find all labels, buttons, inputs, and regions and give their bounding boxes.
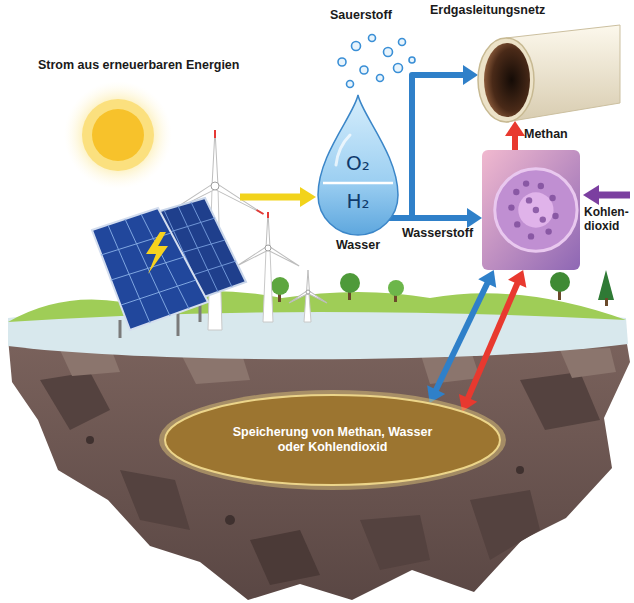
- hydrogen-arrow: [389, 208, 482, 228]
- pipe-opening: [484, 43, 530, 117]
- oxygen-label: Sauerstoff: [330, 8, 392, 23]
- microbe-dot: [526, 197, 532, 203]
- microbe-dot: [538, 183, 544, 189]
- arrow-line: [389, 75, 466, 218]
- storage-exchange-arrow: [427, 270, 496, 403]
- hydrogen-to-grid-arrow: [389, 65, 478, 218]
- arrow-line: [467, 281, 519, 401]
- node-text: Speicherung von Methan, Wasser oder Kohl…: [225, 425, 440, 455]
- reactor-shape: [482, 150, 580, 270]
- microbe-dot: [540, 216, 546, 222]
- reactor-culture: [495, 169, 577, 251]
- microbe-dot: [552, 213, 558, 219]
- pipe-shape: [470, 25, 620, 125]
- drop-outline: [318, 95, 398, 235]
- carbon-dioxide-label: Kohlen- dioxid: [584, 205, 632, 234]
- drop-divider: [323, 182, 393, 185]
- storage-halo: [159, 390, 506, 490]
- microbe-dot: [528, 233, 534, 239]
- arrow-head: [463, 65, 478, 85]
- energy-heading: Strom aus erneuerbaren Energien: [38, 58, 239, 73]
- edge-label: Methan: [524, 127, 568, 142]
- arrow-head: [508, 270, 526, 288]
- arrow-head: [505, 121, 525, 136]
- microbe-dot: [513, 189, 519, 195]
- node-text: O₂: [318, 151, 398, 175]
- arrow-head: [478, 270, 496, 288]
- pipe-rim: [478, 38, 534, 122]
- microbe-dot: [508, 204, 514, 210]
- microbe-dot: [533, 207, 539, 213]
- microbe-dot: [549, 195, 555, 201]
- microbe-dot: [523, 180, 529, 186]
- storage-ellipse: [165, 395, 500, 485]
- microbe-dot: [514, 221, 520, 227]
- water-drop: O₂H₂Wasser: [318, 95, 398, 235]
- methanation-reactor: [482, 150, 580, 270]
- storage-exchange-arrow: [459, 270, 527, 412]
- reactor-core: [518, 192, 553, 227]
- arrow-line: [389, 215, 470, 221]
- node-text: H₂: [318, 189, 398, 213]
- underground-storage: Speicherung von Methan, Wasser oder Kohl…: [165, 395, 500, 485]
- gas-pipe: Erdgasleitungsnetz: [470, 25, 620, 125]
- reactor-box: [482, 150, 580, 270]
- methane-arrow: [505, 121, 525, 150]
- microbe-dot: [545, 228, 551, 234]
- node-text: Wasser: [298, 238, 418, 253]
- edge-label: Wasserstoff: [402, 226, 473, 241]
- node-text: Erdgasleitungsnetz: [430, 3, 545, 18]
- arrow-head: [467, 208, 482, 228]
